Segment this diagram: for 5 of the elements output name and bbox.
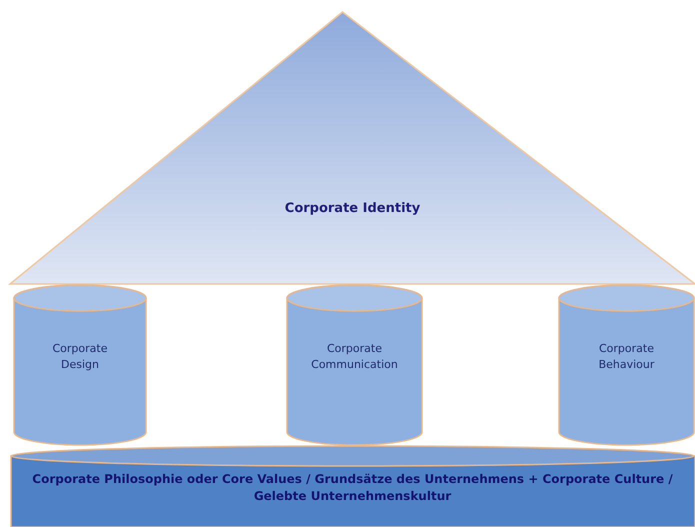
node-label: Corporate Identity <box>284 201 420 216</box>
node-label: Corporate Design <box>52 342 108 371</box>
node-label: Corporate Behaviour <box>598 342 654 371</box>
node-label: Corporate Philosophie oder Core Values / Grundsätze des Unternehmens + Corporate Culture / Gelebte Unternehmenskultur <box>32 472 673 504</box>
node-label: Corporate Communication <box>311 342 398 371</box>
